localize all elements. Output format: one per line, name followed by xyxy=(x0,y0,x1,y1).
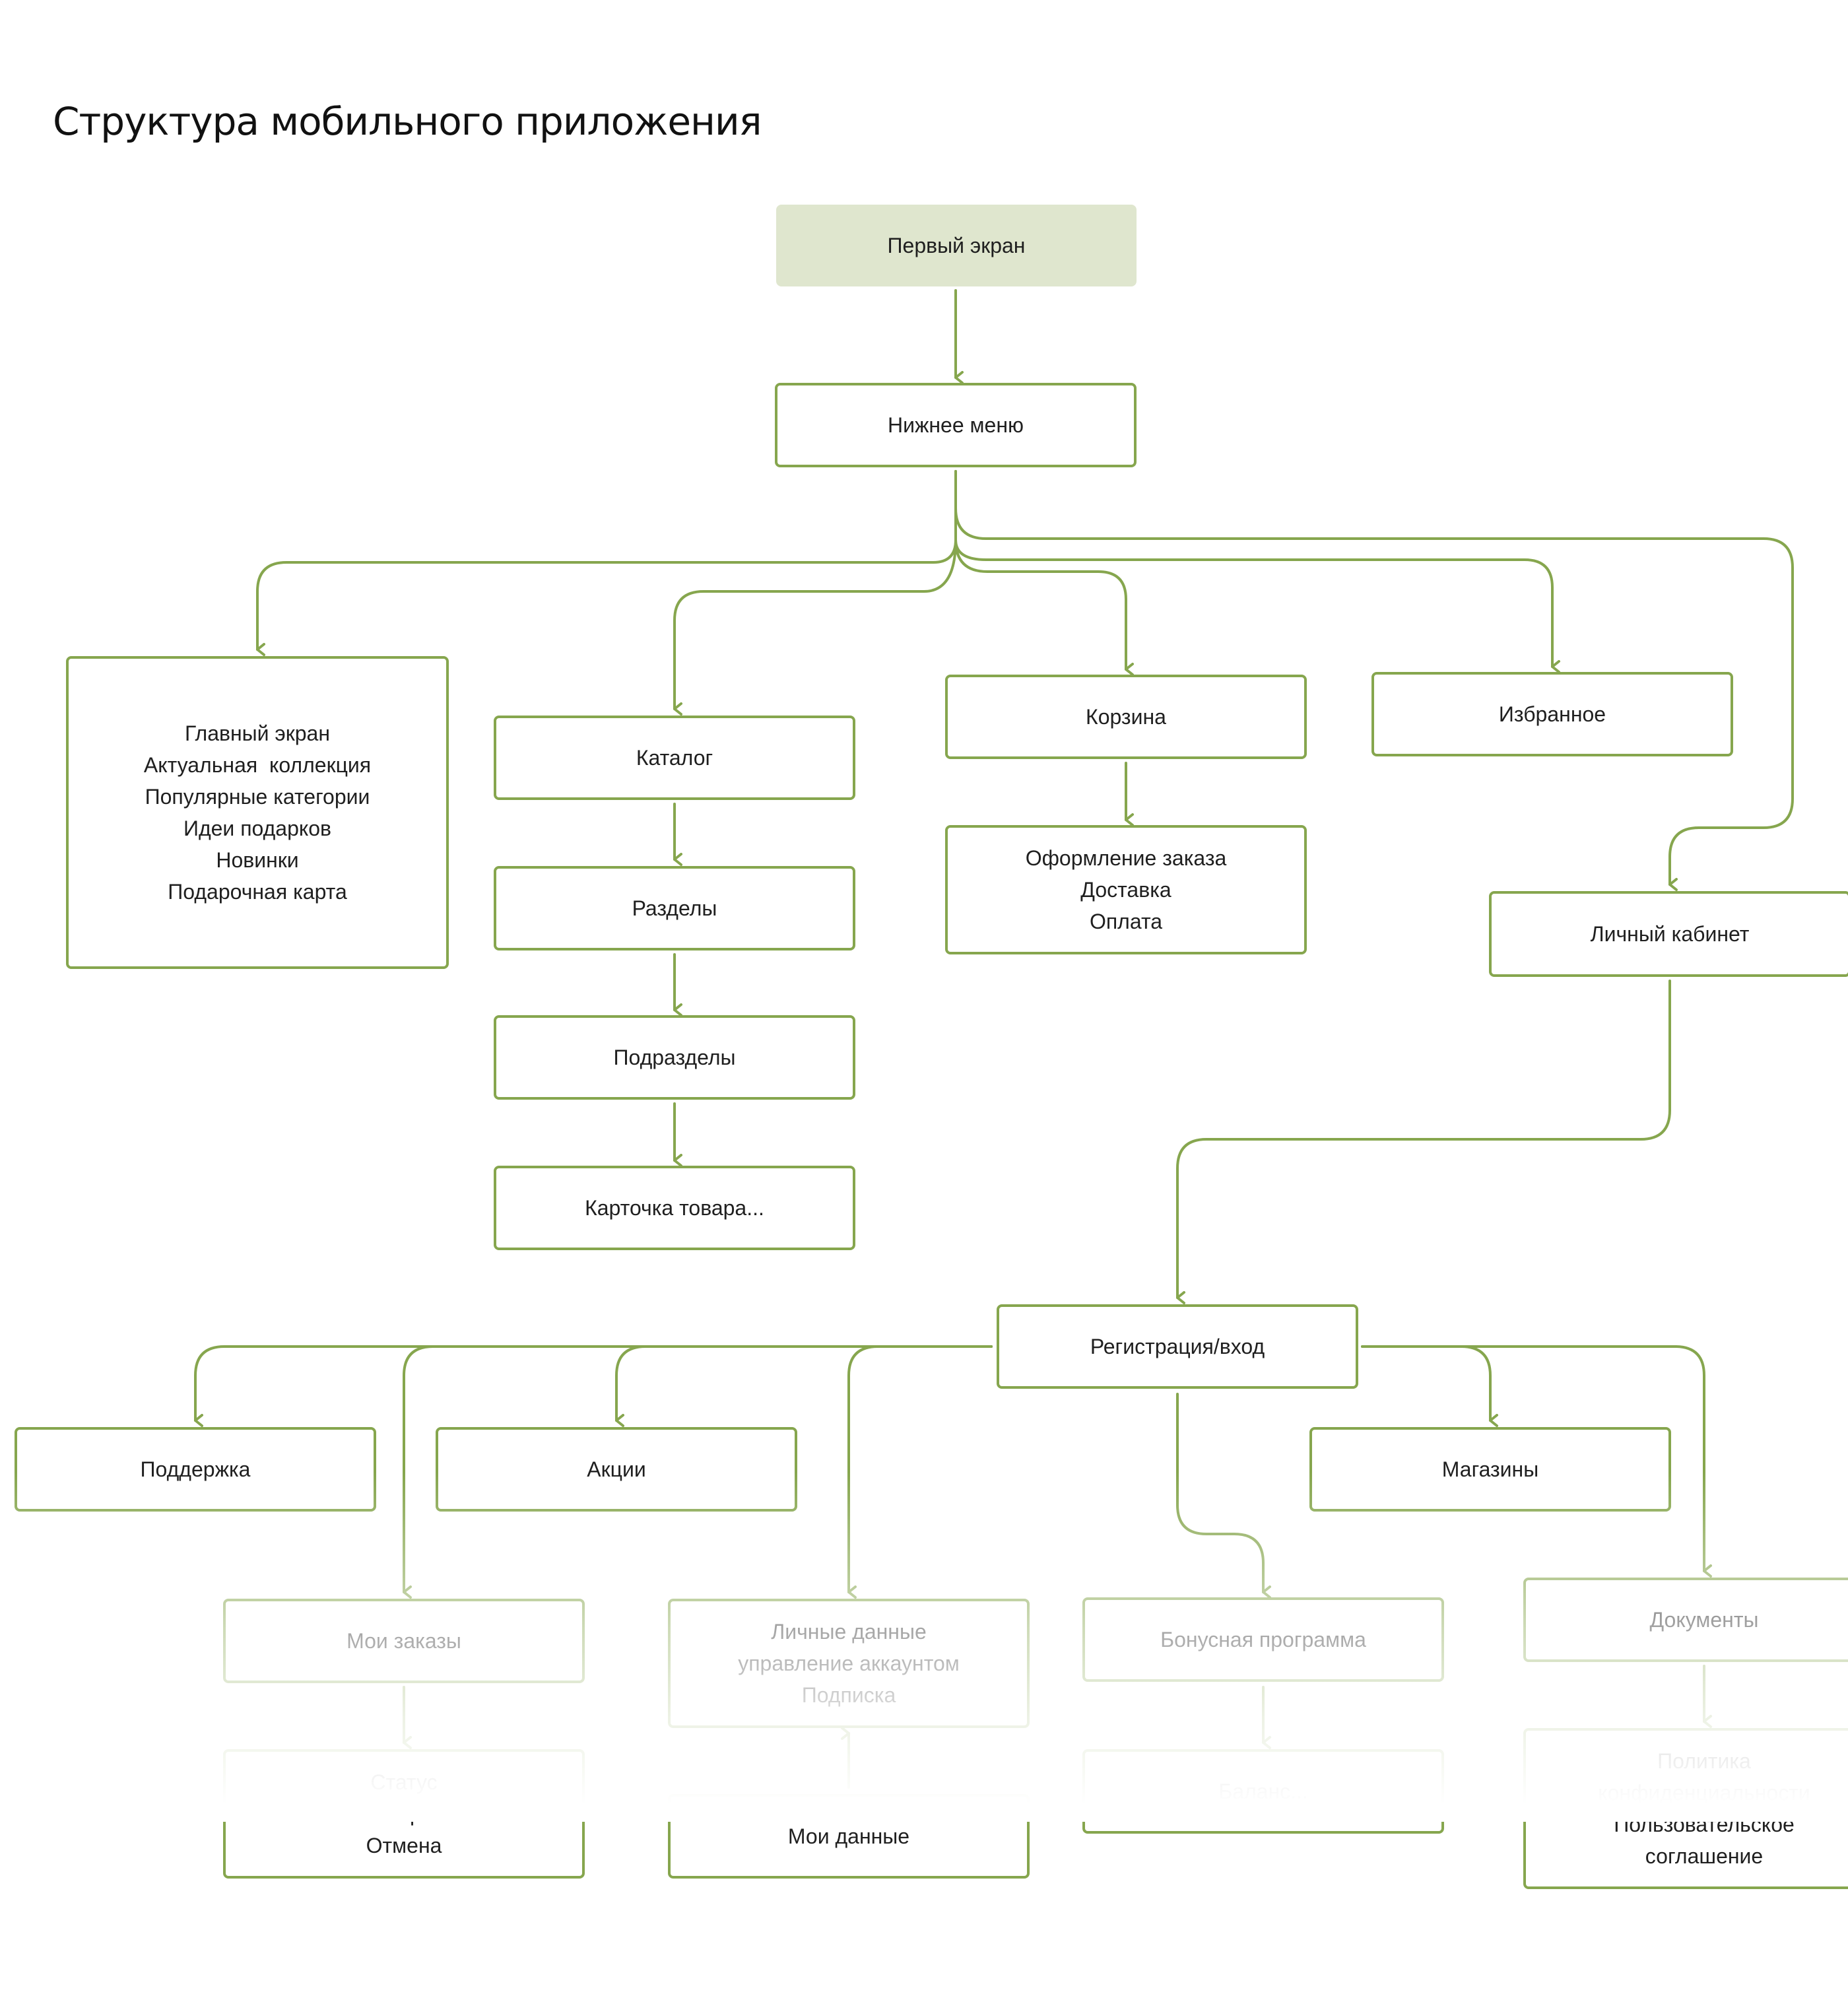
node-sections[interactable]: Разделы xyxy=(494,866,855,950)
node-balance[interactable]: Баланс... xyxy=(1082,1749,1444,1834)
node-my-orders[interactable]: Мои заказы xyxy=(223,1599,585,1683)
node-document-list[interactable]: Политика конфиденциальности Пользователь… xyxy=(1523,1728,1848,1889)
page-title: Структура мобильного приложения xyxy=(53,99,762,144)
node-line: Подарочная карта xyxy=(168,880,347,904)
node-product-card[interactable]: Карточка товара... xyxy=(494,1166,855,1250)
node-line: Оплата xyxy=(1089,910,1163,933)
edge-auth-to-personal xyxy=(847,1345,993,1599)
node-label: Избранное xyxy=(1498,702,1606,726)
node-line: История xyxy=(362,1802,446,1826)
node-label: Мои данные xyxy=(787,1824,910,1848)
edge-menu-to-account xyxy=(954,470,1794,891)
node-line: Политика xyxy=(1657,1749,1751,1773)
node-documents[interactable]: Документы xyxy=(1523,1578,1848,1662)
node-line: Статус xyxy=(370,1770,438,1794)
node-line: Главный экран xyxy=(184,721,331,745)
node-first-screen[interactable]: Первый экран xyxy=(776,205,1137,286)
edge-menu-to-catalog xyxy=(673,539,957,716)
edge-menu-to-favorites xyxy=(954,539,1560,673)
node-label: Корзина xyxy=(1086,705,1166,729)
node-label: Магазины xyxy=(1441,1457,1539,1481)
node-label: Нижнее меню xyxy=(887,413,1024,437)
node-line: Пользовательское xyxy=(1614,1813,1795,1836)
node-line: Популярные категории xyxy=(145,785,370,809)
node-cart[interactable]: Корзина xyxy=(945,675,1307,759)
node-promos[interactable]: Акции xyxy=(436,1427,797,1512)
edge-auth-to-documents xyxy=(1361,1345,1712,1578)
node-line: Личные данные xyxy=(771,1620,927,1644)
node-support[interactable]: Поддержка xyxy=(15,1427,376,1512)
node-subsections[interactable]: Подразделы xyxy=(494,1015,855,1100)
node-line: Отмена xyxy=(366,1834,442,1857)
node-line: Оформление заказа xyxy=(1025,846,1227,870)
node-line: управление аккаунтом xyxy=(738,1651,960,1675)
edge-auth-to-support xyxy=(194,1345,993,1427)
node-bottom-menu[interactable]: Нижнее меню xyxy=(775,383,1137,467)
node-checkout[interactable]: Оформление заказа Доставка Оплата xyxy=(945,825,1307,954)
node-line: конфиденциальности xyxy=(1598,1781,1810,1805)
edge-auth-to-bonus xyxy=(1176,1393,1271,1599)
node-line: Доставка xyxy=(1080,878,1172,902)
node-label: Разделы xyxy=(632,896,717,920)
node-favorites[interactable]: Избранное xyxy=(1371,672,1733,756)
node-home[interactable]: Главный экран Актуальная коллекция Попул… xyxy=(66,656,449,969)
node-line: Подписка xyxy=(801,1683,896,1707)
node-account[interactable]: Личный кабинет xyxy=(1489,891,1848,977)
node-line: соглашение xyxy=(1645,1844,1764,1868)
node-label: Подразделы xyxy=(613,1046,736,1069)
edge-menu-to-cart xyxy=(954,539,1134,676)
node-line: Идеи подарков xyxy=(183,817,332,840)
node-label: Карточка товара... xyxy=(585,1196,764,1220)
node-stores[interactable]: Магазины xyxy=(1309,1427,1671,1512)
node-line: Новинки xyxy=(216,848,299,872)
node-bonus-program[interactable]: Бонусная программа xyxy=(1082,1597,1444,1682)
node-label: Баланс... xyxy=(1218,1780,1308,1803)
edge-account-to-auth xyxy=(1176,980,1671,1304)
node-order-status[interactable]: Статус История Отмена xyxy=(223,1749,585,1879)
node-label: Акции xyxy=(587,1457,646,1481)
edge-auth-to-promos xyxy=(615,1345,993,1427)
node-label: Регистрация/вход xyxy=(1090,1335,1265,1358)
node-label: Личный кабинет xyxy=(1590,922,1750,946)
edge-auth-to-orders xyxy=(403,1345,993,1599)
node-auth[interactable]: Регистрация/вход xyxy=(997,1304,1358,1389)
node-label: Бонусная программа xyxy=(1160,1628,1366,1651)
node-my-data[interactable]: Мои данные xyxy=(668,1794,1030,1879)
node-label: Первый экран xyxy=(887,234,1026,257)
node-label: Каталог xyxy=(636,746,713,770)
edge-auth-to-stores xyxy=(1361,1345,1498,1427)
node-label: Документы xyxy=(1649,1608,1759,1632)
node-line: Актуальная коллекция xyxy=(143,753,372,777)
node-catalog[interactable]: Каталог xyxy=(494,716,855,800)
node-label: Мои заказы xyxy=(346,1629,461,1653)
node-label: Поддержка xyxy=(140,1457,251,1481)
edge-menu-to-home xyxy=(256,470,957,656)
node-personal-data[interactable]: Личные данные управление аккаунтом Подпи… xyxy=(668,1599,1030,1728)
